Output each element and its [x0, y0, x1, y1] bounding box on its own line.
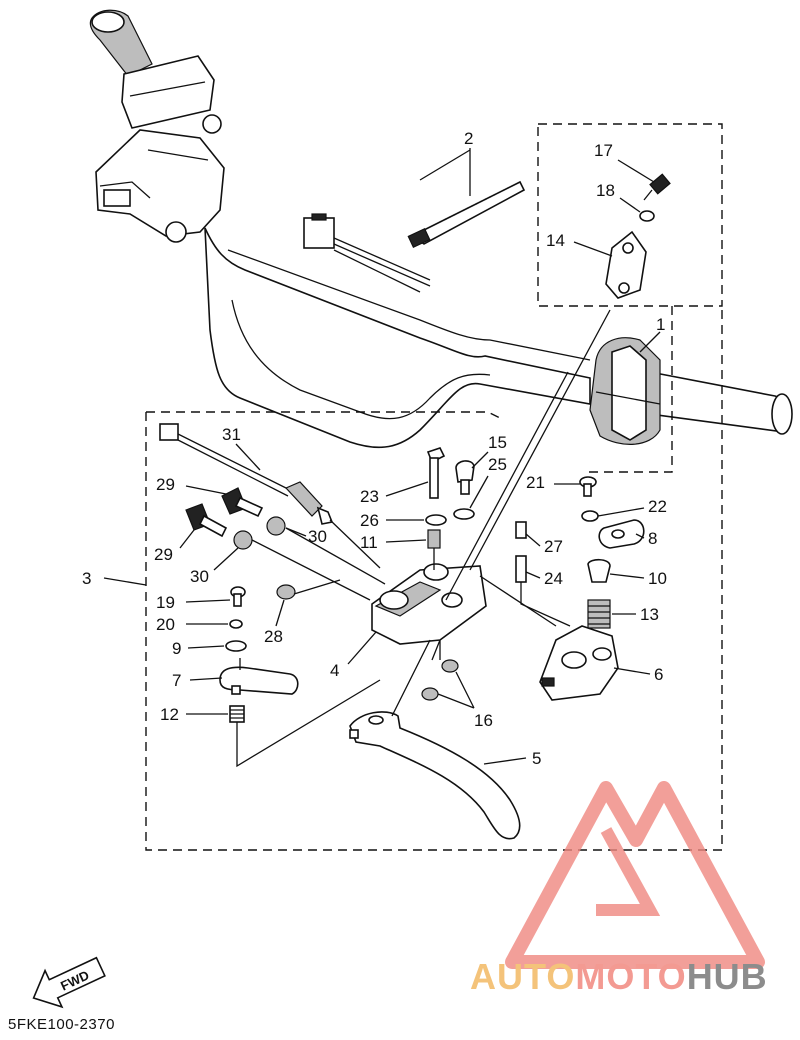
label-23: 23 — [360, 487, 379, 506]
connector-plug — [303, 213, 431, 293]
lever-holder-4 — [371, 563, 487, 661]
leader-holder-to-clamp — [445, 371, 569, 601]
adjuster-29-lower — [185, 503, 228, 538]
label-27: 27 — [544, 537, 563, 556]
pivot-bolt-15 — [455, 460, 475, 495]
label-21: 21 — [526, 473, 545, 492]
screw-21 — [579, 476, 597, 497]
washer-20 — [229, 619, 243, 629]
label-4: 4 — [330, 661, 339, 680]
label-7: 7 — [172, 671, 181, 690]
watermark-moto: MOTO — [575, 956, 687, 997]
label-17: 17 — [594, 141, 613, 160]
spring-13 — [587, 599, 611, 629]
handlebar — [204, 227, 591, 449]
label-26: 26 — [360, 511, 379, 530]
piston-10 — [587, 558, 611, 583]
label-9: 9 — [172, 639, 181, 658]
dashed-box-3 — [145, 306, 723, 851]
label-25: 25 — [488, 455, 507, 474]
label-2: 2 — [464, 129, 473, 148]
automotohub-logo-icon — [505, 781, 765, 969]
nut-30-lower — [233, 530, 253, 550]
switch-wire-31 — [159, 423, 381, 569]
right-grip-assembly — [589, 337, 793, 445]
label-24: 24 — [544, 569, 563, 588]
pin-24 — [515, 555, 527, 583]
watermark-brand: AUTOMOTOHUB — [470, 956, 768, 998]
screw-17 — [643, 173, 671, 201]
label-19: 19 — [156, 593, 175, 612]
watermark-auto: AUTO — [470, 956, 576, 997]
label-30-upper: 30 — [308, 527, 327, 546]
bolt-23 — [426, 447, 446, 499]
label-13: 13 — [640, 605, 659, 624]
clutch-lever-5 — [349, 711, 521, 840]
label-1: 1 — [656, 315, 665, 334]
label-22: 22 — [648, 497, 667, 516]
nut-16-a — [441, 659, 459, 673]
left-grip-assembly — [89, 9, 225, 243]
circlip-22 — [581, 510, 599, 522]
adjuster-29-upper — [221, 487, 264, 518]
part-labels: 1 2 3 4 5 6 7 8 9 10 11 12 13 14 15 16 1… — [82, 129, 667, 768]
washer-26 — [425, 514, 447, 526]
bracket-6 — [539, 625, 619, 701]
leader-3 — [103, 577, 147, 586]
label-14: 14 — [546, 231, 565, 250]
drawing-code: 5FKE100-2370 — [8, 1016, 115, 1033]
label-30-lower: 30 — [190, 567, 209, 586]
label-11: 11 — [360, 533, 378, 552]
washer-9 — [225, 640, 247, 652]
label-5: 5 — [532, 749, 541, 768]
spring-12 — [229, 705, 245, 723]
label-12: 12 — [160, 705, 179, 724]
label-29-upper: 29 — [156, 475, 175, 494]
label-10: 10 — [648, 569, 667, 588]
label-3: 3 — [82, 569, 91, 588]
washer-18 — [639, 210, 655, 222]
label-8: 8 — [648, 529, 657, 548]
nut-16-b — [421, 687, 439, 701]
label-31: 31 — [222, 425, 241, 444]
nut-30-upper — [266, 516, 286, 536]
screw-28 — [276, 579, 341, 600]
label-15: 15 — [488, 433, 507, 452]
watermark-hub: HUB — [686, 956, 768, 997]
label-18: 18 — [596, 181, 615, 200]
plate-8 — [598, 519, 645, 549]
pin-27 — [515, 521, 527, 539]
label-28: 28 — [264, 627, 283, 646]
label-6: 6 — [654, 665, 663, 684]
collar-11 — [427, 529, 441, 549]
dashed-box-1 — [586, 306, 673, 473]
plate-7 — [219, 666, 299, 695]
dashed-box-14 — [537, 123, 723, 307]
fwd-arrow-icon: FWD — [32, 956, 106, 1009]
label-16: 16 — [474, 711, 493, 730]
clamp-14 — [605, 230, 647, 299]
cable-tie — [407, 149, 526, 249]
label-20: 20 — [156, 615, 175, 634]
washer-25 — [453, 508, 475, 520]
leader-clamp-to-grip — [469, 309, 611, 571]
label-29-lower: 29 — [154, 545, 173, 564]
screw-19 — [230, 586, 246, 607]
